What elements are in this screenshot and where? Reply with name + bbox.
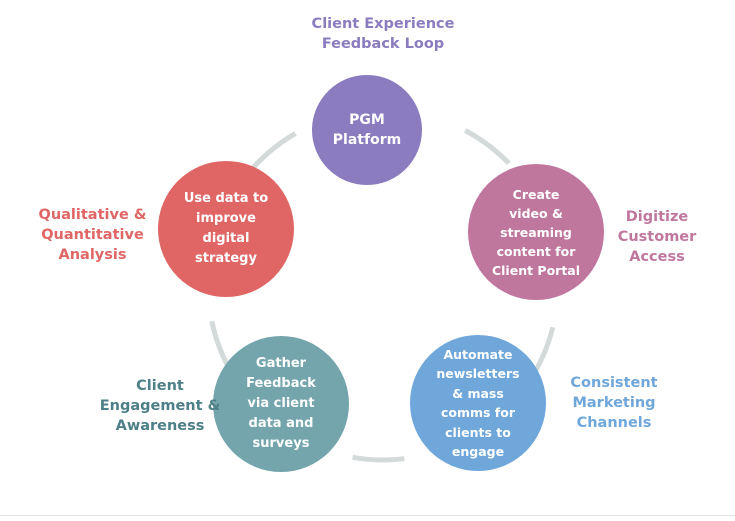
node-create-video-content: Create video & streaming content for Cli… xyxy=(468,164,604,300)
node-pgm-platform: PGM Platform xyxy=(312,75,422,185)
node-gather-feedback: Gather Feedback via client data and surv… xyxy=(213,336,349,472)
node-automate-newsletters: Automate newsletters & mass comms for cl… xyxy=(410,335,546,471)
node-text: Create video & streaming content for Cli… xyxy=(491,186,581,278)
node-text: Automate newsletters & mass comms for cl… xyxy=(436,346,520,460)
connector-arc xyxy=(464,128,511,166)
label-consistent-marketing-channels: Consistent Marketing Channels xyxy=(570,375,658,431)
label-digitize-customer-access: Digitize Customer Access xyxy=(617,209,697,265)
label-client-experience-feedback-loop: Client Experience Feedback Loop xyxy=(311,16,455,52)
node-text: Gather Feedback via client data and surv… xyxy=(246,356,316,451)
node-use-data: Use data to improve digital strategy xyxy=(158,161,294,297)
label-client-engagement-awareness: Client Engagement & Awareness xyxy=(99,378,221,434)
label-qualitative-quantitative-analysis: Qualitative & Quantitative Analysis xyxy=(38,207,147,263)
node-text: PGM Platform xyxy=(332,112,402,148)
bottom-divider xyxy=(0,515,735,516)
connector-arc xyxy=(251,131,297,170)
node-text: Use data to improve digital strategy xyxy=(183,191,269,266)
connector-arc xyxy=(352,454,405,463)
